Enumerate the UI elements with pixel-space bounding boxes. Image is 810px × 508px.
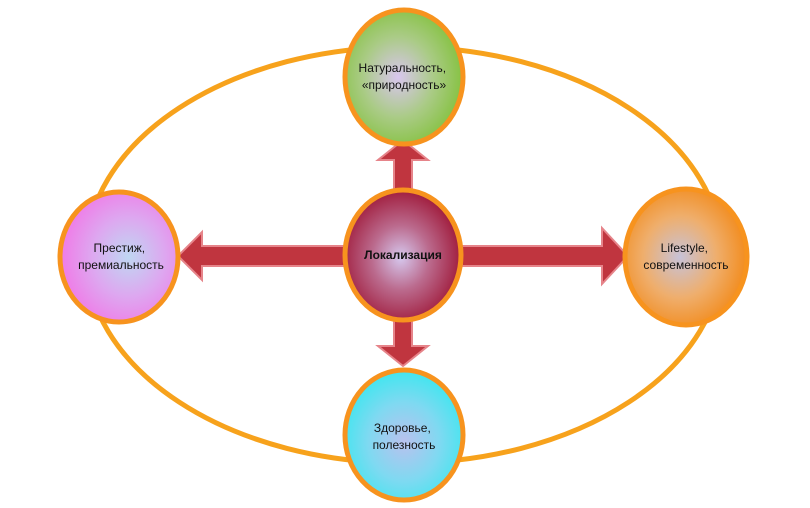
node-bottom: Здоровье, полезность [342,367,466,503]
node-top: Натуральность, «природность» [342,7,466,147]
center-label: Локализация [364,248,442,262]
node-right-line-1: Lifestyle, [661,241,708,255]
arrow-down [375,317,431,368]
node-top-line-2: «природность» [362,78,447,92]
node-top-line-1: Натуральность, [359,61,447,75]
svg-text:Натуральность, «природно: Натуральность, «природность» [359,61,450,92]
arrows [176,138,630,368]
arrow-left [176,229,346,283]
node-bottom-line-1: Здоровье, [374,421,431,435]
node-left-line-2: премиальность [78,258,164,272]
node-right: Lifestyle, современность [622,186,750,328]
arrow-right [461,225,630,287]
svg-text:Lifestyle, современность: Lifestyle, современность [643,241,728,272]
node-right-line-2: современность [643,258,728,272]
node-left-line-1: Престиж, [94,241,146,255]
svg-text:Престиж, премиальность: Престиж, премиальность [78,241,164,272]
svg-text:Здоровье, полезность: Здоровье, полезность [373,421,436,452]
node-bottom-line-2: полезность [373,438,436,452]
arrow-up [375,138,431,191]
node-center: Локализация [342,187,464,323]
node-left: Престиж, премиальность [57,189,181,325]
